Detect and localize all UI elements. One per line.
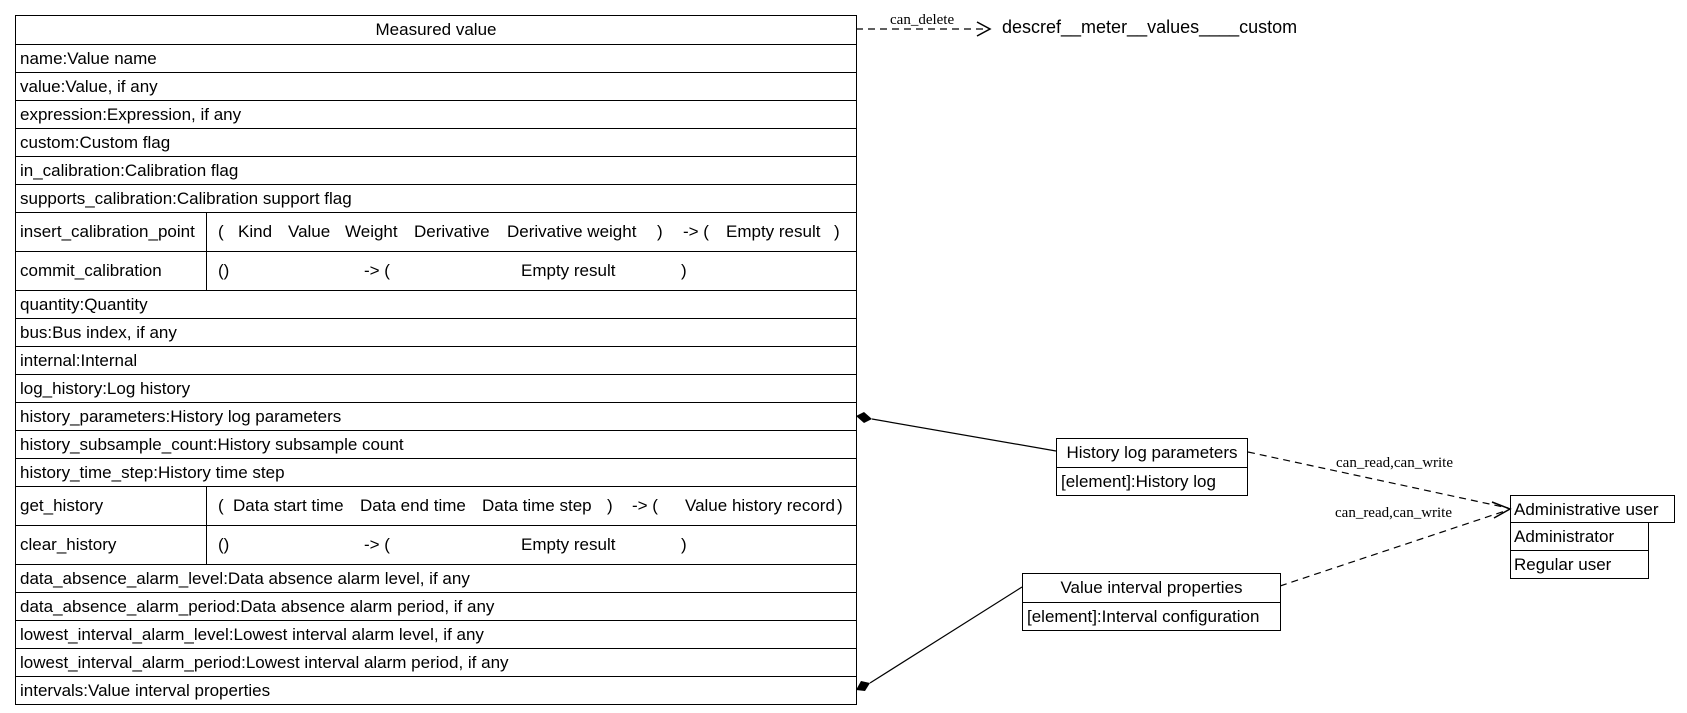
method-name: clear_history	[16, 526, 207, 564]
class-title: History log parameters	[1066, 443, 1238, 462]
attribute-row: name:Value name	[16, 44, 856, 72]
attribute-row: lowest_interval_alarm_level:Lowest inter…	[16, 620, 856, 648]
sig-result-close: )	[681, 261, 687, 280]
sig-arrow: -> (	[364, 261, 390, 280]
sig-arg: Derivative weight	[507, 222, 637, 241]
sig-arg: Data end time	[360, 496, 466, 515]
attrs-mid: quantity:Quantity bus:Bus index, if any …	[16, 290, 856, 486]
can-delete-label: can_delete	[890, 12, 954, 28]
sig-arg: Kind	[238, 222, 273, 241]
sig-result: Empty result	[521, 535, 616, 554]
attribute-row: custom:Custom flag	[16, 128, 856, 156]
external-ref-label: descref__meter__values____custom	[1002, 17, 1298, 37]
sig-arg: Value	[288, 222, 331, 241]
sig-result: Empty result	[726, 222, 821, 241]
sig-open: (	[218, 496, 224, 515]
attribute-row: data_absence_alarm_period:Data absence a…	[16, 592, 856, 620]
attribute-row: history_time_step:History time step	[16, 458, 856, 486]
role-row: Regular user	[1510, 551, 1649, 579]
sig-open: (	[218, 222, 224, 241]
history-composition-diamond	[856, 412, 872, 423]
history-log-parameters-class: History log parameters [element]:History…	[1056, 438, 1248, 496]
measured-value-class: Measured value name:Value name value:Val…	[15, 15, 857, 705]
attribute-row: data_absence_alarm_level:Data absence al…	[16, 564, 856, 592]
access-arrowhead	[1491, 501, 1512, 519]
sig-result-close: )	[834, 222, 840, 241]
administrative-user-class: Administrative user Administrator Regula…	[1510, 495, 1675, 579]
attribute-row: internal:Internal	[16, 346, 856, 374]
sig-result: Empty result	[521, 261, 616, 280]
sig-arrow: -> (	[364, 535, 390, 554]
class-title: Measured value	[375, 20, 497, 39]
method-clear-history: clear_history () -> ( Empty result )	[16, 525, 856, 564]
sig-arg: Weight	[345, 222, 398, 241]
method-name: commit_calibration	[16, 252, 207, 290]
attribute-row: supports_calibration:Calibration support…	[16, 184, 856, 212]
attrs-top: name:Value name value:Value, if any expr…	[16, 44, 856, 212]
role-row: Administrator	[1510, 523, 1649, 551]
sig-close: )	[657, 222, 663, 241]
class-title: Administrative user	[1510, 495, 1675, 523]
attribute-row: log_history:Log history	[16, 374, 856, 402]
interval-composition-edge	[869, 586, 1023, 684]
sig-arg: Data start time	[233, 496, 344, 515]
method-signature: ( Data start time Data end time Data tim…	[207, 487, 856, 525]
sig-arg: Derivative	[414, 222, 490, 241]
attribute-row: in_calibration:Calibration flag	[16, 156, 856, 184]
interval-access-edge	[1279, 509, 1509, 587]
class-title: Value interval properties	[1060, 578, 1243, 597]
method-signature: () -> ( Empty result )	[207, 252, 856, 290]
sig-arrow: -> (	[632, 496, 658, 515]
interval-composition-diamond	[856, 681, 870, 691]
attribute-row: expression:Expression, if any	[16, 100, 856, 128]
attribute-row: history_subsample_count:History subsampl…	[16, 430, 856, 458]
method-signature: ( Kind Value Weight Derivative Derivativ…	[207, 213, 856, 251]
value-interval-properties-class: Value interval properties [element]:Inte…	[1022, 573, 1281, 631]
attribute-row: [element]:History log	[1057, 467, 1247, 495]
history-access-label: can_read,can_write	[1336, 455, 1453, 471]
sig-result-close: )	[837, 496, 843, 515]
attribute-row: bus:Bus index, if any	[16, 318, 856, 346]
sig-arrow: -> (	[683, 222, 709, 241]
method-name: insert_calibration_point	[16, 213, 207, 251]
sig-args: ()	[218, 261, 230, 280]
attribute-row: history_parameters:History log parameter…	[16, 402, 856, 430]
method-name: get_history	[16, 487, 207, 525]
sig-close: )	[607, 496, 613, 515]
attribute-row: [element]:Interval configuration	[1023, 602, 1280, 630]
attribute-row: intervals:Value interval properties	[16, 676, 856, 704]
method-insert-calibration-point: insert_calibration_point ( Kind Value We…	[16, 212, 856, 251]
sig-result: Value history record	[685, 496, 835, 515]
sig-result-close: )	[681, 535, 687, 554]
can-delete-arrowhead	[976, 21, 992, 37]
attribute-row: quantity:Quantity	[16, 290, 856, 318]
history-access-edge	[1247, 451, 1509, 509]
sig-args: ()	[218, 535, 230, 554]
sig-arg: Data time step	[482, 496, 592, 515]
method-get-history: get_history ( Data start time Data end t…	[16, 486, 856, 525]
history-composition-edge	[871, 418, 1057, 452]
attribute-row: lowest_interval_alarm_period:Lowest inte…	[16, 648, 856, 676]
method-signature: () -> ( Empty result )	[207, 526, 856, 564]
attrs-bottom: data_absence_alarm_level:Data absence al…	[16, 564, 856, 704]
interval-access-label: can_read,can_write	[1335, 505, 1452, 521]
attribute-row: value:Value, if any	[16, 72, 856, 100]
method-commit-calibration: commit_calibration () -> ( Empty result …	[16, 251, 856, 290]
